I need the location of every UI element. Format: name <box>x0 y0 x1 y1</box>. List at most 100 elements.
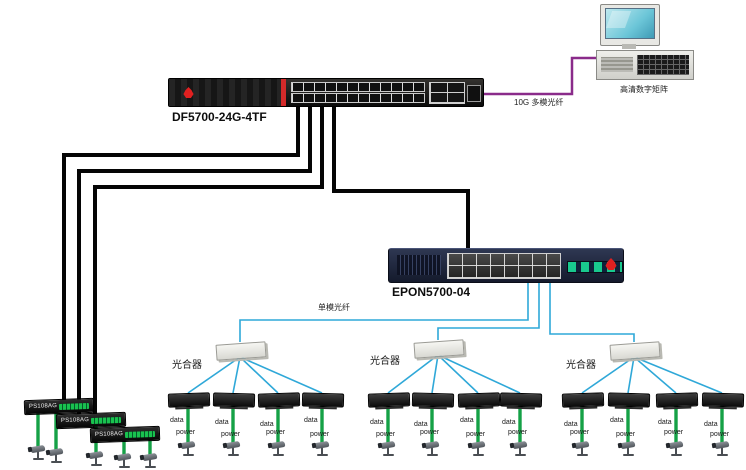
camera-icon <box>421 440 443 457</box>
media-converter <box>457 392 501 408</box>
port-label-power: power <box>710 431 730 438</box>
camera-lens-icon <box>45 449 51 456</box>
camera-body <box>270 440 286 450</box>
camera-body <box>512 440 528 450</box>
sfp-port-block <box>429 82 465 104</box>
fiber-10g-label: 10G 多模光纤 <box>514 98 564 107</box>
camera-base <box>91 464 102 466</box>
copper-trunk-3 <box>93 103 324 428</box>
camera-icon <box>139 452 161 469</box>
camera-lens-icon <box>267 442 273 449</box>
camera-lens-icon <box>222 442 228 449</box>
camera-icon <box>85 450 107 467</box>
camera-icon <box>267 440 289 457</box>
camera-lens-icon <box>617 442 623 449</box>
splitter-drop-fiber <box>633 356 677 394</box>
camera-lens-icon <box>467 442 473 449</box>
port-label-power: power <box>570 429 590 436</box>
camera-mount <box>721 448 723 454</box>
port-label-data: data <box>502 419 516 426</box>
camera-body <box>116 452 132 462</box>
switch-ports <box>124 430 156 438</box>
camera-base <box>317 454 328 456</box>
camera-body <box>180 440 196 450</box>
port-label-data: data <box>370 419 384 426</box>
camera-mount <box>627 448 629 454</box>
switch-ports <box>58 402 90 410</box>
camera-lens-icon <box>711 442 717 449</box>
camera-lens-icon <box>177 442 183 449</box>
copper-trunk-1 <box>62 103 300 400</box>
camera-mount <box>277 448 279 454</box>
pon-fiber-2 <box>437 282 540 340</box>
port-label-power: power <box>420 429 440 436</box>
camera-base <box>145 466 156 468</box>
port-label-power: power <box>266 429 286 436</box>
media-converter <box>607 392 651 408</box>
splitter-label: 光合器 <box>370 356 400 367</box>
camera-mount <box>149 460 151 466</box>
camera-body <box>225 440 241 450</box>
copper-trunk-2 <box>77 103 312 414</box>
media-converter <box>367 392 411 408</box>
camera-mount <box>519 448 521 454</box>
camera-body <box>424 440 440 450</box>
port-label-data: data <box>564 421 578 428</box>
camera-base <box>273 454 284 456</box>
camera-base <box>671 454 682 456</box>
port-row <box>291 82 425 92</box>
splitter-label: 光合器 <box>172 360 202 371</box>
media-converter <box>655 392 699 408</box>
camera-base <box>51 461 62 463</box>
camera-mount <box>387 448 389 454</box>
camera-icon <box>177 440 199 457</box>
port-label-data: data <box>215 419 229 426</box>
port-label-power: power <box>508 429 528 436</box>
monitor <box>600 4 660 46</box>
splitter-drop-fiber <box>187 356 241 394</box>
camera-base <box>515 454 526 456</box>
vendor-logo-icon <box>605 258 617 270</box>
media-converter <box>499 392 543 408</box>
camera-icon <box>27 444 49 461</box>
splitter-label: 光合器 <box>566 360 596 371</box>
camera-base <box>473 454 484 456</box>
camera-lens-icon <box>571 442 577 449</box>
splitter-drop-fiber <box>437 354 521 394</box>
media-converter <box>561 392 605 408</box>
camera-icon <box>509 440 531 457</box>
port-label-data: data <box>304 417 318 424</box>
camera-icon <box>113 452 135 469</box>
camera-icon <box>377 440 399 457</box>
fiber-10g-cable <box>482 56 596 96</box>
uplink-port <box>467 85 481 102</box>
camera-lens-icon <box>311 442 317 449</box>
camera-icon <box>617 440 639 457</box>
camera-base <box>119 466 130 468</box>
hd-matrix-device <box>596 50 694 80</box>
camera-icon <box>222 440 244 457</box>
camera-base <box>717 454 728 456</box>
splitter-drop-fiber <box>581 356 635 394</box>
access-switch-label: PS108AG <box>60 417 90 425</box>
port-label-data: data <box>658 419 672 426</box>
port-label-data: data <box>260 421 274 428</box>
copper-trunk-epon <box>332 103 470 249</box>
camera-body <box>574 440 590 450</box>
switch-ports <box>90 416 122 424</box>
port-label-data: data <box>704 421 718 428</box>
camera-mount <box>37 452 39 458</box>
camera-body <box>314 440 330 450</box>
splitter-drop-fiber <box>437 354 479 394</box>
camera-icon <box>311 440 333 457</box>
access-switch-ps108ag: PS108AG <box>89 425 161 444</box>
splitter-drop-fiber <box>239 356 279 394</box>
camera-icon <box>571 440 593 457</box>
camera-base <box>383 454 394 456</box>
port-block <box>447 253 561 279</box>
monitor-screen <box>605 8 655 39</box>
port-label-power: power <box>616 431 636 438</box>
matrix-vent-grid <box>637 55 689 75</box>
camera-body <box>88 450 104 460</box>
